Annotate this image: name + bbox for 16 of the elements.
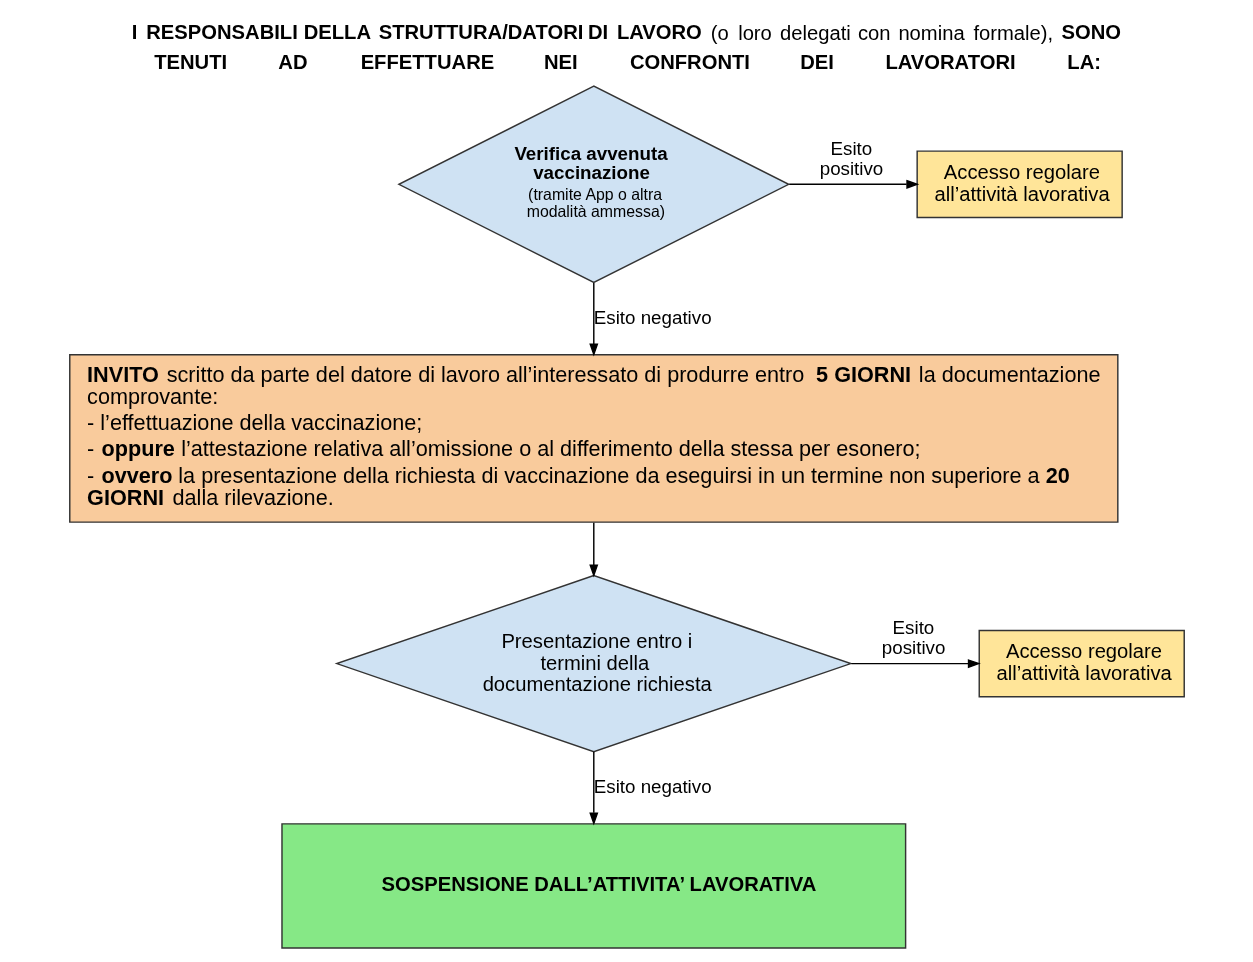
edge-label: Esito negativo xyxy=(593,775,712,797)
node-box: Accesso regolare all’attività lavorativa xyxy=(978,629,1185,698)
node-box: INVITO scritto da parte del datore di lavoro all’interessato di produrre entro 5 GIORNI la documentazione comprovante: - l’effettuazione della vaccinazione; - oppure l’attestazione relativa all’omissione o al differimento della stessa per esonero; - ovvero la presentazione della richiesta di vaccinazione da eseguirsi in un termine non superiore a 20 GIORNI dalla rilevazione. xyxy=(68,353,1119,523)
arrow xyxy=(850,659,981,669)
edge-label: Esito positivo xyxy=(819,137,883,179)
node-box: Accesso regolare all’attività lavorativa xyxy=(915,150,1123,219)
node-diamond: Presentazione entro i termini della documentazione richiesta xyxy=(334,574,853,753)
node-box: SOSPENSIONE DALL’ATTIVITA’ LAVORATIVA xyxy=(280,823,906,949)
diagram-title: I RESPONSABILI DELLA STRUTTURA/DATORI DI LAVORO (o loro delegati con nomina formale), SONO TENUTI AD EFFETTUARE NEI CONFRONTI DEI LAVORATORI LA: xyxy=(131,20,1121,74)
arrow xyxy=(788,179,919,189)
edge-label: Esito positivo xyxy=(881,616,945,659)
edge-label: Esito negativo xyxy=(593,306,712,328)
arrow xyxy=(588,521,598,578)
arrow xyxy=(588,751,598,826)
arrow xyxy=(588,282,598,357)
node-diamond: Verifica avvenuta vaccinazione (tramite App o altra modalità ammessa) xyxy=(396,85,790,284)
